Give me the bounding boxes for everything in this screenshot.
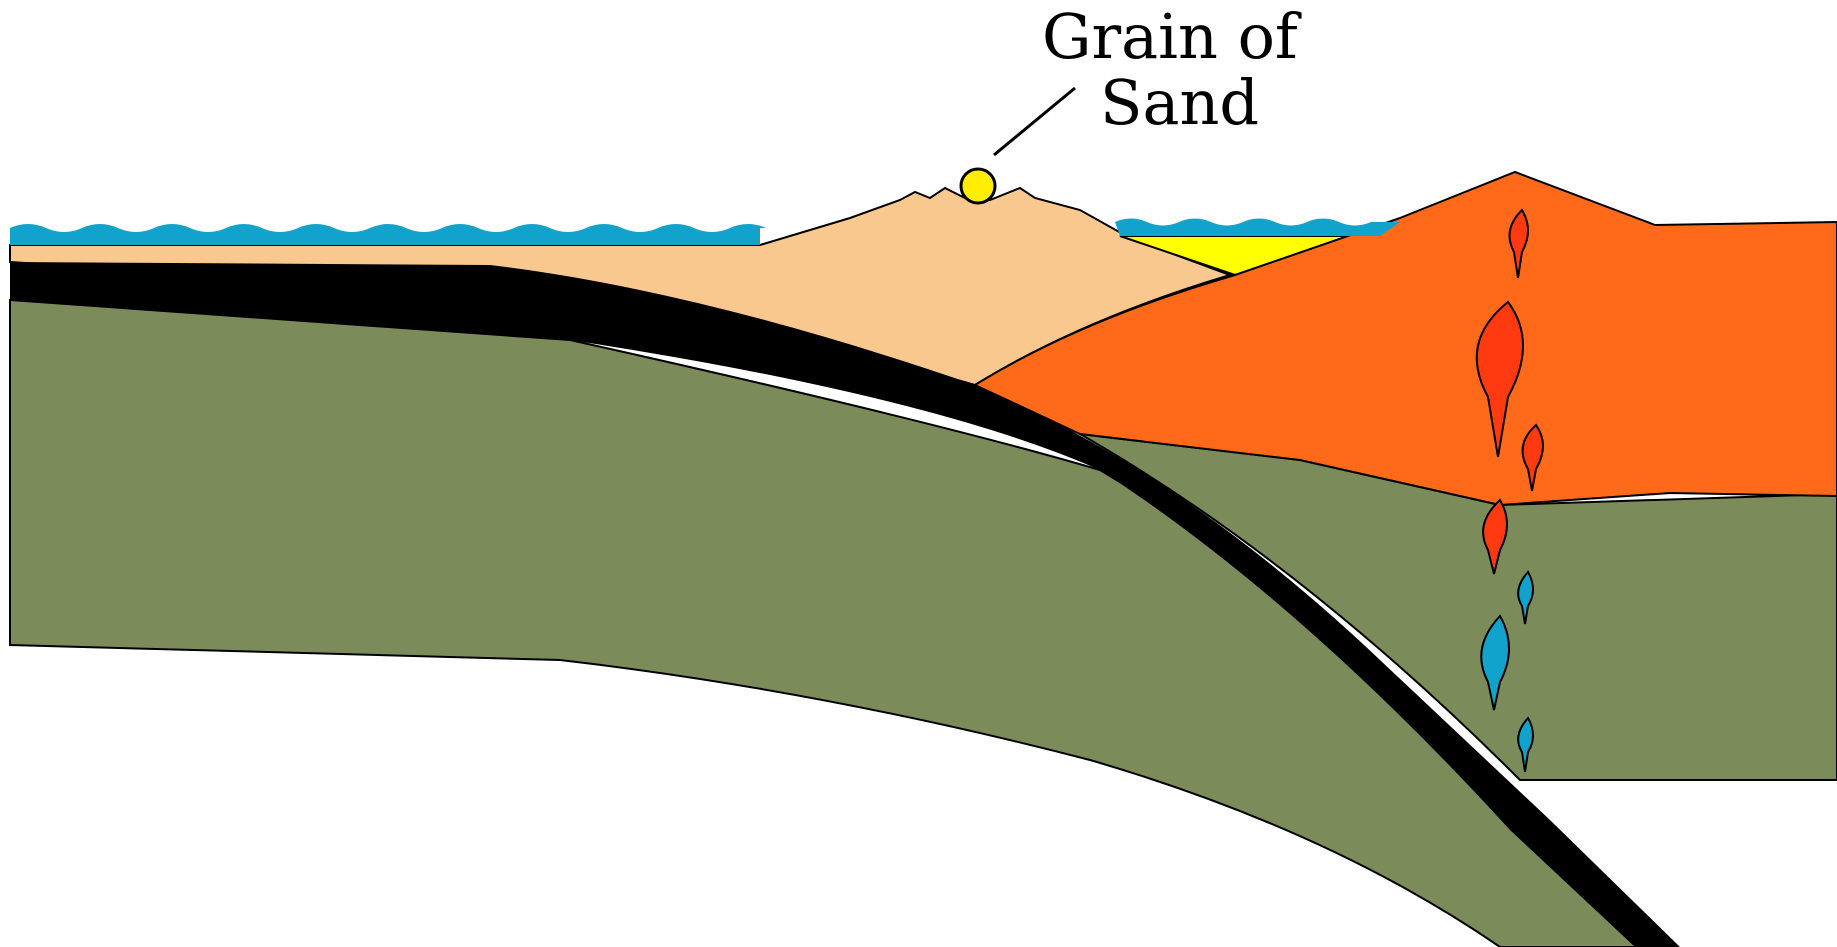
label-line-2: Sand	[1100, 66, 1259, 139]
label-line-1: Grain of	[1042, 0, 1302, 73]
grain-of-sand-icon	[961, 169, 995, 203]
ocean-water-right	[1115, 219, 1400, 237]
label-leader-line	[994, 88, 1075, 155]
ocean-water-left	[10, 224, 766, 245]
